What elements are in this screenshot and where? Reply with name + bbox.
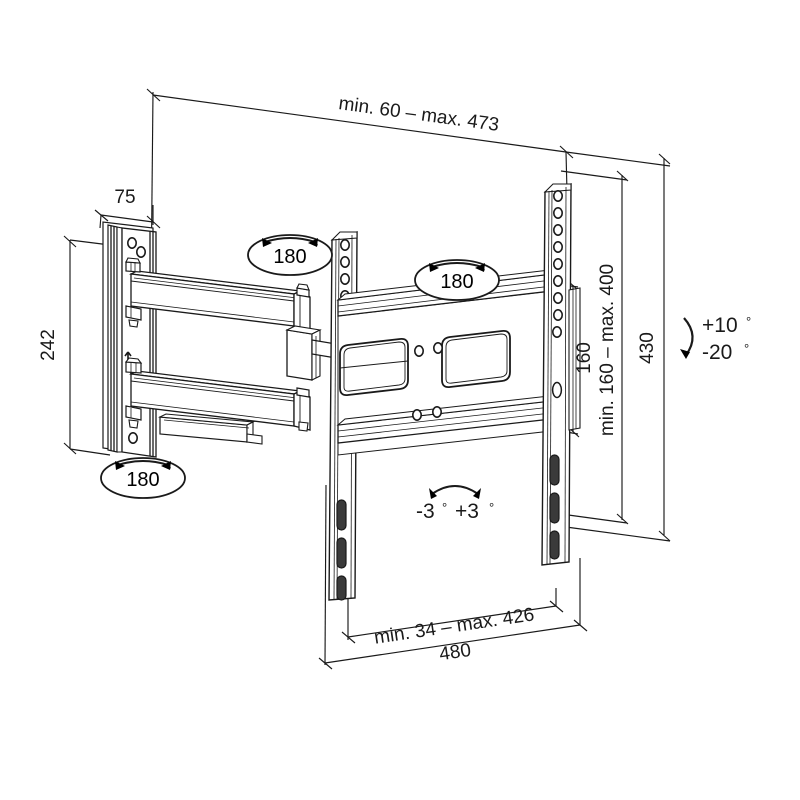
vesa-vertical-range-label: min. 160 – max. 400 xyxy=(597,264,618,436)
vesa-vertical-fixed-label: 160 xyxy=(574,342,595,374)
lower-arm xyxy=(128,370,311,431)
pivot-bolt-lower-right xyxy=(296,387,310,432)
depth-extension-dimension-line xyxy=(146,88,574,296)
swivel-badge-plate-value: 180 xyxy=(440,271,473,293)
articulating-arms-assembly xyxy=(124,257,337,445)
right-vertical-rail xyxy=(541,183,581,566)
vesa-vertical-range-dimension-line xyxy=(560,170,629,525)
tilt-angle-down: -20 xyxy=(702,341,732,364)
rotation-angle-minus-degree: ° xyxy=(442,500,447,515)
wall-plate-height-label: 242 xyxy=(38,329,59,361)
rotation-angle-indicator: -3 ° +3 ° xyxy=(416,485,494,523)
pivot-bolt-upper-left xyxy=(125,257,141,273)
tilt-angle-down-degree: ° xyxy=(744,341,749,356)
depth-extension-label: min. 60 – max. 473 xyxy=(337,93,500,136)
swivel-hub xyxy=(285,325,337,381)
swivel-badge-arm-upper: 180 ° xyxy=(247,234,333,276)
total-height-label: 430 xyxy=(637,332,658,364)
pivot-bolt-upper-left-lower xyxy=(125,305,142,328)
rotation-angle-minus: -3 xyxy=(416,500,435,523)
upper-arm xyxy=(128,270,311,331)
wall-plate-depth-dimension-line xyxy=(94,205,161,229)
rotation-angle-plus: +3 xyxy=(455,500,479,523)
wall-plate-depth-label: 75 xyxy=(114,187,135,208)
pivot-bolt-lower-left-lower xyxy=(125,405,142,429)
swivel-badge-wall-value: 180 xyxy=(126,469,159,491)
swivel-badge-plate-degree: ° xyxy=(481,267,485,279)
dimension-lines-group xyxy=(63,88,671,670)
swivel-badge-arm-upper-value: 180 xyxy=(273,246,306,268)
vesa-horizontal-range-dimension-line xyxy=(341,588,564,644)
total-width-label: 480 xyxy=(438,640,472,665)
cable-management-tray xyxy=(158,413,263,445)
rotation-angle-plus-degree: ° xyxy=(489,500,494,515)
pivot-bolt-upper-right xyxy=(296,283,310,298)
tilt-angle-up: +10 xyxy=(702,314,738,337)
swivel-badge-wall-degree: ° xyxy=(167,465,171,477)
swivel-badge-wall: 180 ° xyxy=(100,457,186,499)
tilt-angle-up-degree: ° xyxy=(746,314,751,329)
tilt-angle-indicator: +10 ° -20 ° xyxy=(680,314,751,364)
pivot-bolt-lower-left xyxy=(124,357,143,374)
total-height-dimension-line xyxy=(565,151,671,542)
swivel-badge-arm-upper-degree: ° xyxy=(314,242,318,254)
swivel-badge-plate: 180 ° xyxy=(414,259,500,301)
total-width-dimension-line xyxy=(318,484,588,670)
